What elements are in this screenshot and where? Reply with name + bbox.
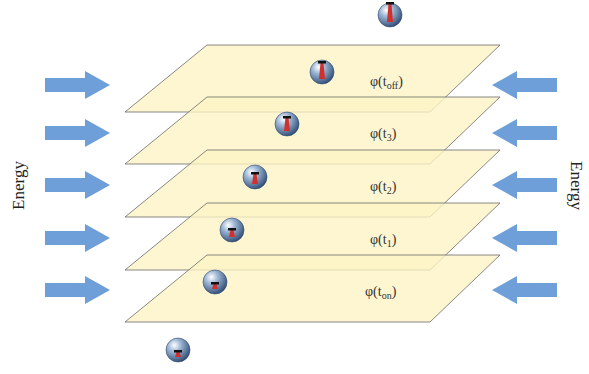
right-arrows — [492, 71, 557, 304]
plane-label: φ(t1) — [370, 233, 396, 249]
energy-label: Energy — [10, 161, 27, 210]
energy-label: Energy — [567, 161, 584, 210]
time-plane: φ(ton) — [125, 255, 500, 322]
plane-label: φ(ton) — [365, 285, 396, 301]
left-arrows — [45, 71, 110, 304]
plane-shape — [125, 255, 500, 322]
plane-label: φ(t3) — [370, 127, 396, 143]
plane-label: φ(t2) — [370, 180, 396, 196]
plane-label: φ(toff) — [370, 75, 403, 91]
